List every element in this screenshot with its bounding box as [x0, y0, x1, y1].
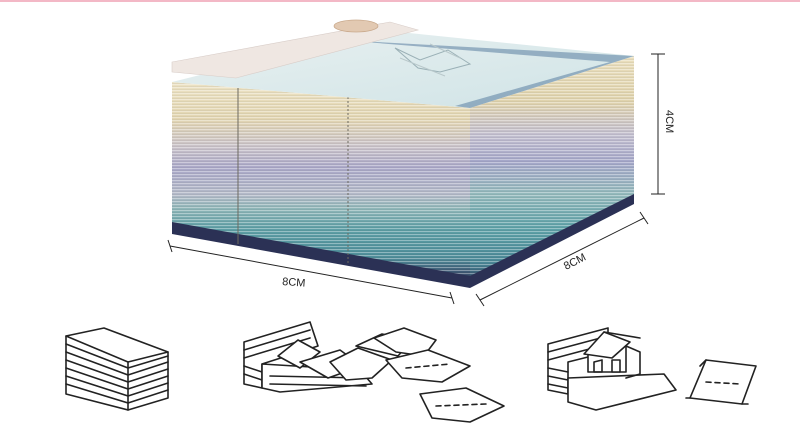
- height-dimension: 4CM: [651, 53, 675, 195]
- tearing-pages-sketch-icon: [243, 321, 505, 423]
- memo-cube: [171, 19, 634, 288]
- popup-house-sketch-icon: [547, 327, 757, 411]
- top-accent-line: [0, 0, 800, 2]
- height-label: 4CM: [663, 110, 675, 133]
- paper-stack-sketch-icon: [65, 327, 169, 411]
- front-width-label: 8CM: [282, 276, 306, 290]
- side-depth-label: 8CM: [562, 251, 588, 272]
- front-width-dimension: 8CM: [167, 239, 455, 305]
